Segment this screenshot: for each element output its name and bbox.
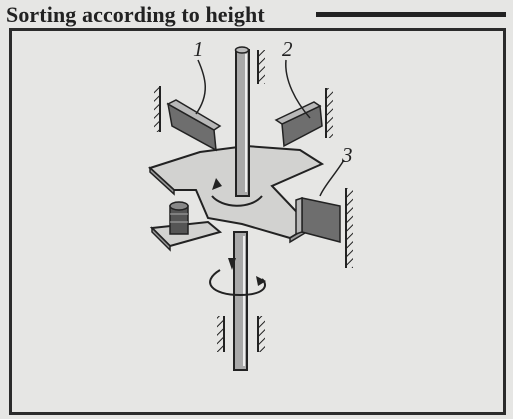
deflector-2: [274, 88, 333, 148]
label-1: 1: [193, 37, 204, 61]
title-rule: [316, 12, 506, 17]
label-3: 3: [341, 143, 353, 167]
lower-bearing: [217, 316, 265, 352]
top-bearing: [257, 50, 265, 84]
label-2: 2: [282, 37, 293, 61]
page-title: Sorting according to height: [6, 2, 265, 27]
deflector-1: [154, 86, 222, 152]
diagram-frame: [9, 28, 506, 415]
workpiece-cylinder: [169, 201, 189, 235]
lower-shaft: [233, 231, 248, 371]
rotation-arrow-icon: [209, 258, 267, 297]
deflector-3: [295, 188, 353, 268]
upper-shaft: [234, 46, 250, 197]
label-leaders: [195, 59, 345, 197]
